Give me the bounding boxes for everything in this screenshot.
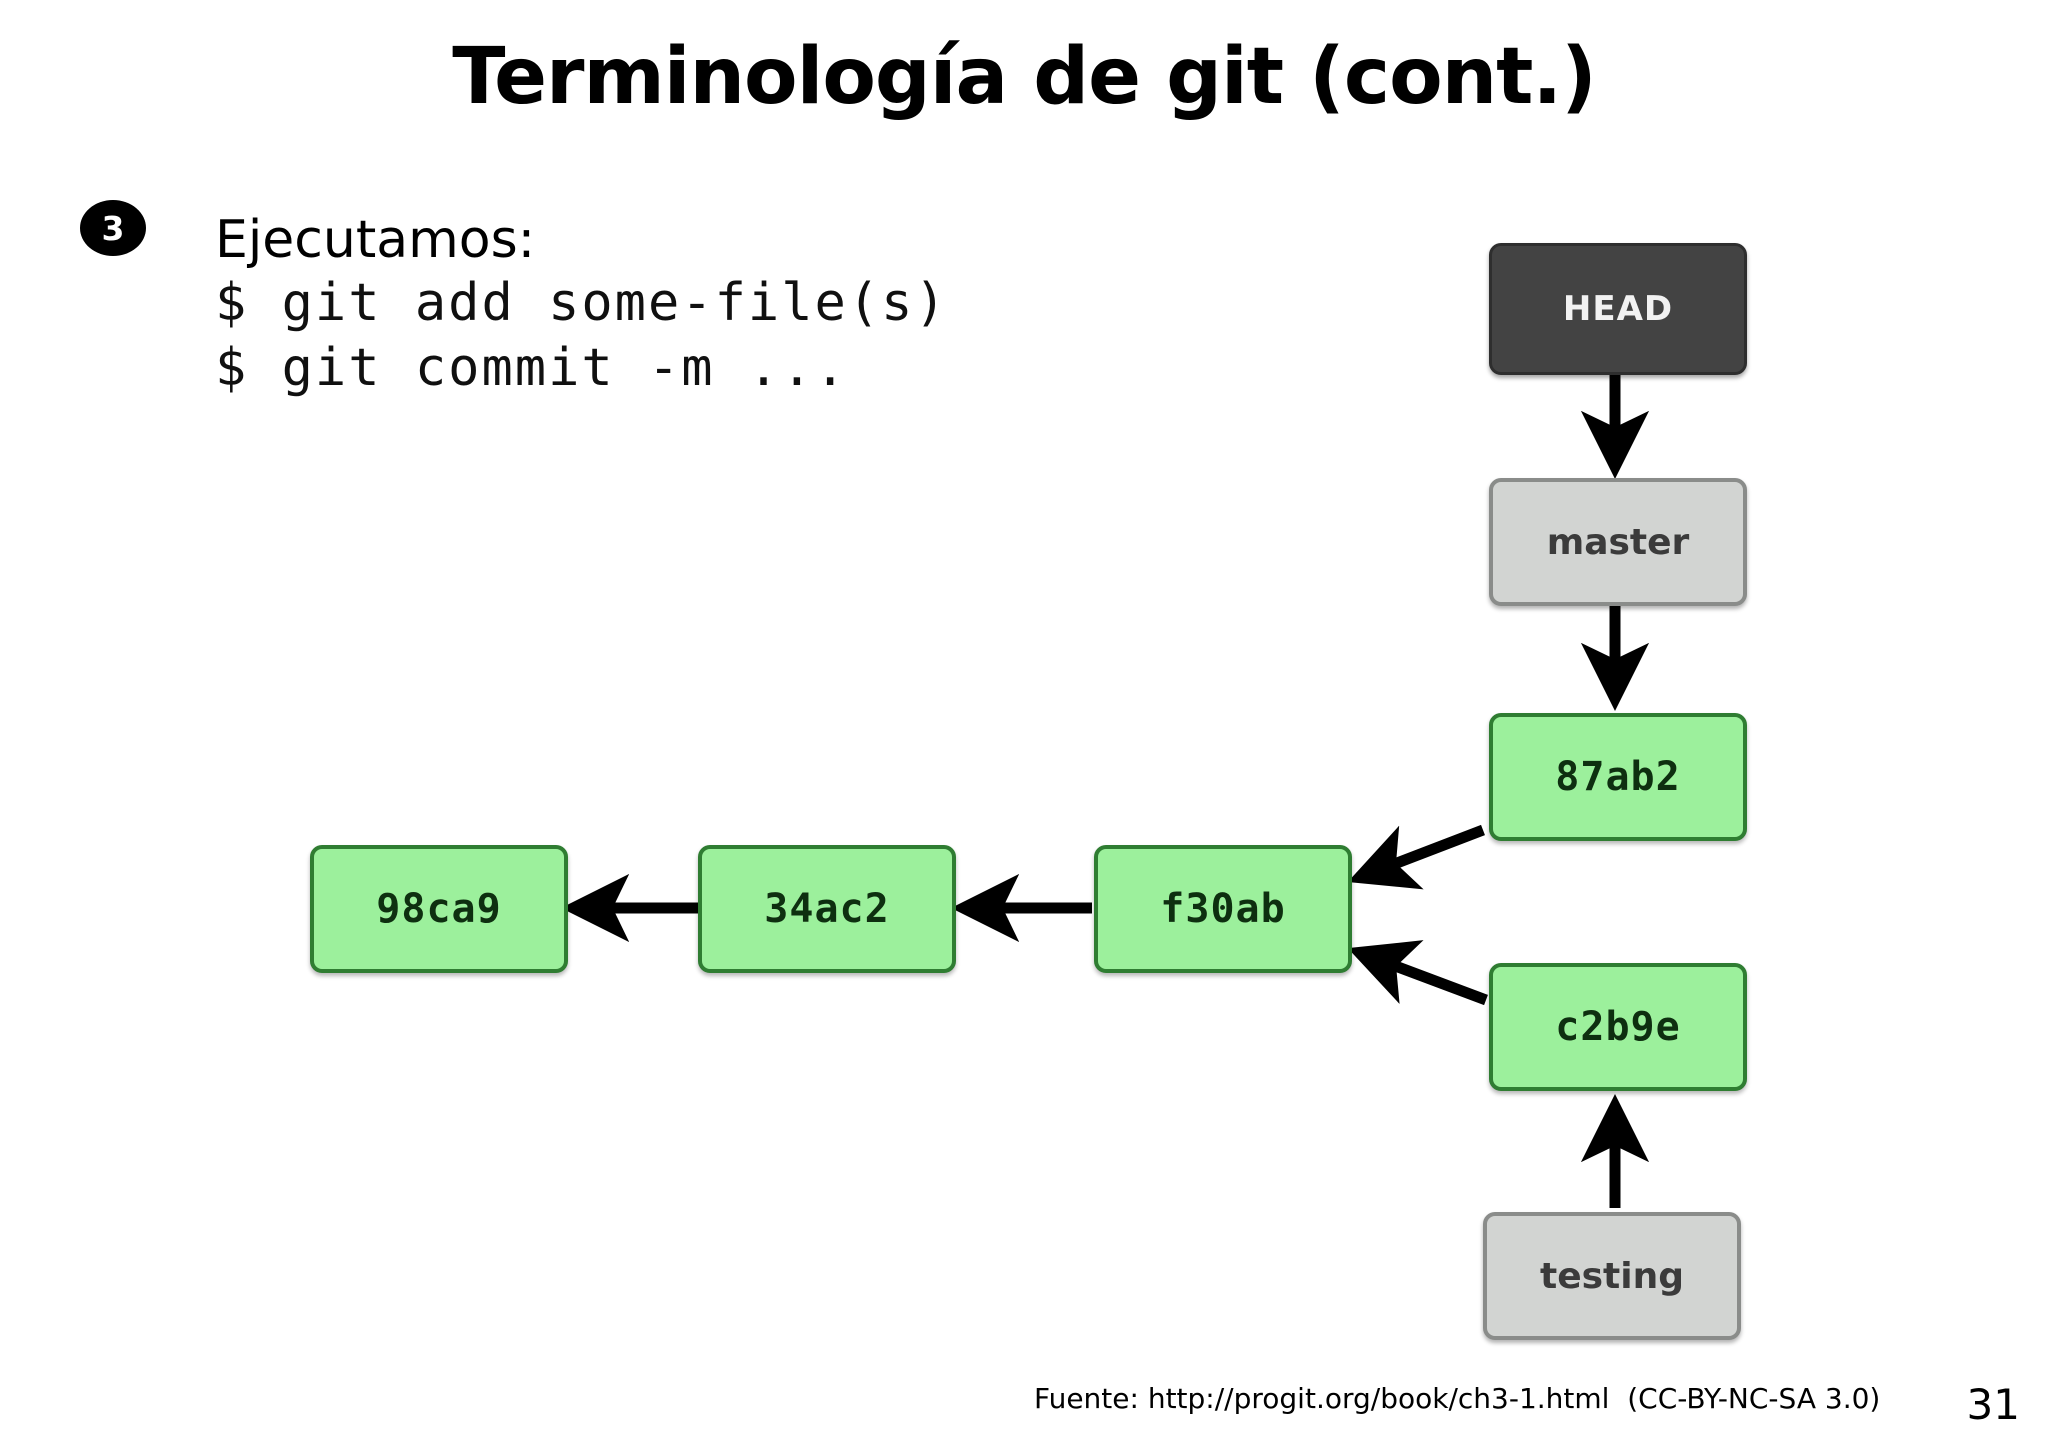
step-badge-number: 3 <box>101 208 125 248</box>
node-commit-c2b9e[interactable]: c2b9e <box>1489 963 1747 1091</box>
node-commit-87ab2[interactable]: 87ab2 <box>1489 713 1747 841</box>
node-head-label: HEAD <box>1562 289 1674 329</box>
node-commit-f30ab[interactable]: f30ab <box>1094 845 1352 973</box>
command-line-1: $ git add some-file(s) <box>215 273 948 334</box>
arrow-c2b9e-to-f30ab <box>1347 940 1488 1006</box>
node-commit-f30ab-label: f30ab <box>1160 886 1286 932</box>
node-commit-98ca9[interactable]: 98ca9 <box>310 845 568 973</box>
node-branch-testing[interactable]: testing <box>1483 1212 1741 1340</box>
node-commit-34ac2-label: 34ac2 <box>764 886 890 932</box>
node-commit-34ac2[interactable]: 34ac2 <box>698 845 956 973</box>
step-badge: 3 <box>80 200 146 256</box>
source-note: Fuente: http://progit.org/book/ch3-1.htm… <box>1034 1382 1881 1415</box>
command-line-2: $ git commit -m ... <box>215 338 848 399</box>
page-number: 31 <box>1966 1380 2020 1429</box>
node-commit-98ca9-label: 98ca9 <box>376 886 502 932</box>
node-branch-master[interactable]: master <box>1489 478 1747 606</box>
node-branch-testing-label: testing <box>1540 1255 1684 1297</box>
node-branch-master-label: master <box>1546 521 1690 563</box>
arrow-87ab2-to-f30ab <box>1347 824 1485 890</box>
lead-text: Ejecutamos: <box>215 210 536 270</box>
node-commit-87ab2-label: 87ab2 <box>1555 754 1681 800</box>
node-head[interactable]: HEAD <box>1489 243 1747 375</box>
body-text-block: Ejecutamos: $ git add some-file(s) $ git… <box>215 210 948 401</box>
page-title: Terminología de git (cont.) <box>452 32 1597 122</box>
node-commit-c2b9e-label: c2b9e <box>1555 1004 1681 1050</box>
